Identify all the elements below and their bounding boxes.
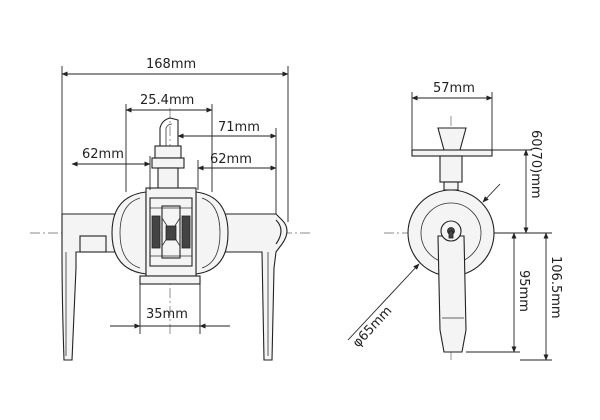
dim-total-height: 106.5mm [520, 232, 563, 361]
dim-71-label: 71mm [218, 120, 260, 135]
dim-35-label: 35mm [146, 307, 188, 322]
front-view: 168mm 25.4mm 71mm 62mm 62mm [30, 57, 310, 361]
left-lever [61, 213, 119, 361]
dim-168-label: 168mm [146, 57, 196, 72]
dim-106-5-label: 106.5mm [548, 256, 563, 319]
dim-faceplate-width: 57mm [411, 81, 493, 150]
latch-side [411, 127, 493, 191]
dim-62-right-label: 62mm [210, 152, 252, 167]
right-lever [217, 213, 288, 361]
dim-lever-right: 62mm [197, 152, 277, 190]
dim-57-label: 57mm [433, 81, 475, 96]
right-rose [195, 191, 229, 275]
dim-lever-height: 95mm [466, 232, 531, 353]
keyhole [440, 220, 462, 242]
dim-overall-width: 168mm [61, 57, 289, 222]
dim-25-4-label: 25.4mm [140, 93, 194, 108]
latch-bolt [151, 117, 185, 193]
left-rose [111, 191, 147, 275]
side-view: 57mm 60(70)mm 95mm 106.5mm φ65mm [347, 81, 563, 362]
dim-phi-65-label: φ65mm [350, 304, 395, 351]
dim-rose: 35mm [110, 280, 230, 334]
dim-lever-left: 62mm [71, 147, 151, 190]
dim-62-left-label: 62mm [82, 147, 124, 162]
lock-chassis [139, 187, 201, 285]
lever-side [437, 235, 467, 353]
dim-60-70-label: 60(70)mm [528, 130, 543, 199]
dim-95-label: 95mm [516, 270, 531, 312]
dim-cross-bore: 25.4mm [125, 93, 213, 192]
dim-backset: 60(70)mm [492, 130, 543, 234]
dim-latch-length: 71mm [177, 120, 277, 214]
